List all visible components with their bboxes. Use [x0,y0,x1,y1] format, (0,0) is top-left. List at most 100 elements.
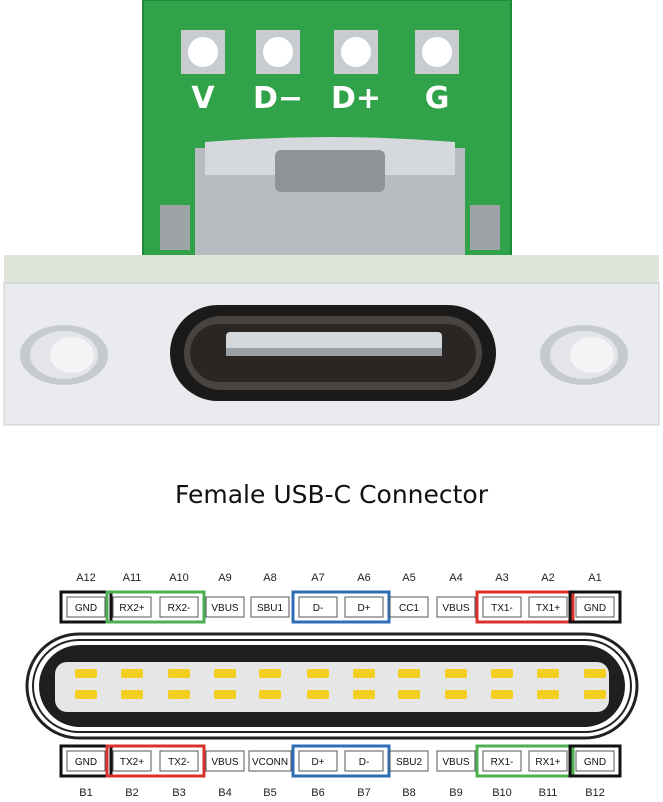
pin-signal-label: VCONN [252,757,288,768]
bottom-pin-b5: VCONN B5 [248,750,292,799]
bottom-contact [259,690,281,699]
pin-id-label: A10 [169,572,189,584]
top-contact [537,669,559,678]
top-signal-group-outline [291,590,391,624]
top-signal-group-outline [59,590,113,624]
bottom-signal-group-outline [59,744,113,778]
pin-id-label: B4 [218,787,231,799]
pin-id-label: A3 [495,572,508,584]
top-pin-a6: D+A6 [344,572,384,618]
bottom-contact [214,690,236,699]
pin-id-label: B8 [402,787,415,799]
pin-id-label: B1 [79,787,92,799]
connector-shell [195,148,465,268]
bottom-signal-group-outline [568,744,622,778]
bottom-contact [121,690,143,699]
pin-signal-label: VBUS [442,757,470,768]
top-pin-a2: TX1+A2 [528,572,568,618]
pin-signal-label: RX2+ [119,603,144,614]
pcb-pad-label: G [425,81,450,116]
pcb-pad [415,30,459,74]
pin-signal-label: GND [75,757,97,768]
pin-id-label: B11 [539,787,558,799]
bottom-pin-b2: TX2+ B2 [112,750,152,799]
pin-id-label: A1 [588,572,601,584]
pin-signal-label: RX1- [491,757,514,768]
top-contact [584,669,606,678]
pin-signal-label: SBU2 [396,757,423,768]
pin-id-label: B7 [357,787,370,799]
bottom-contact [75,690,97,699]
pcb-pad-label: D+ [331,81,381,116]
bottom-pin-b7: D- B7 [344,750,384,799]
top-pin-a1: GND A1 [575,572,615,618]
bottom-pin-b10: RX1- B10 [482,750,522,799]
top-contact [168,669,190,678]
diagram-caption: Female USB-C Connector [174,480,489,509]
pin-id-label: A4 [449,572,462,584]
pin-signal-label: GND [584,603,606,614]
pin-signal-label: D+ [311,757,324,768]
bottom-pin-b9: VBUS B9 [436,750,476,799]
pin-signal-label: D- [359,757,370,768]
top-signal-group-outline [475,590,575,624]
bottom-pin-b11: RX1+ B11 [528,750,568,799]
top-contact [398,669,420,678]
mounting-hole-left [20,325,108,385]
pin-id-label: A12 [76,572,96,584]
top-contact [353,669,375,678]
pin-signal-label: RX1+ [535,757,560,768]
top-contact [491,669,513,678]
pin-signal-label: D- [313,603,324,614]
bottom-contact [307,690,329,699]
pin-id-label: A7 [311,572,324,584]
pin-signal-label: VBUS [442,603,470,614]
top-pin-a11: RX2+A11 [112,572,152,618]
top-signal-group-outline [105,590,206,624]
top-contact [214,669,236,678]
pin-signal-label: VBUS [211,603,239,614]
bottom-contact [445,690,467,699]
bottom-contact [491,690,513,699]
pin-signal-label: TX2+ [120,757,144,768]
top-contact [75,669,97,678]
top-contact [307,669,329,678]
bottom-contact [168,690,190,699]
top-contact [259,669,281,678]
pin-signal-label: CC1 [399,603,419,614]
pin-id-label: B10 [492,787,512,799]
top-pin-a4: VBUS A4 [436,572,476,618]
bottom-signal-group-outline [291,744,391,778]
bottom-contact [353,690,375,699]
pin-id-label: B9 [449,787,462,799]
bottom-pin-b6: D+ B6 [298,750,338,799]
receptacle-outline [25,632,639,740]
pin-signal-label: TX2- [168,757,190,768]
pin-signal-label: TX1- [491,603,513,614]
pin-id-label: B2 [125,787,138,799]
top-contact [445,669,467,678]
top-pin-a7: D- A7 [298,572,338,618]
pin-signal-label: GND [584,757,606,768]
top-contact [121,669,143,678]
bottom-signal-group-outline [475,744,575,778]
top-pin-a10: RX2- A10 [159,572,199,618]
pcb-pad-label: D− [253,81,303,116]
pin-id-label: A2 [541,572,554,584]
pin-signal-label: RX2- [168,603,191,614]
pin-id-label: A9 [218,572,231,584]
pin-signal-label: SBU1 [257,603,284,614]
pin-id-label: B5 [263,787,276,799]
pin-id-label: B6 [311,787,324,799]
bottom-contact [584,690,606,699]
bottom-contact [537,690,559,699]
bottom-contact [398,690,420,699]
usbc-port-photo [170,305,496,401]
pcb-pad [256,30,300,74]
pin-id-label: A8 [263,572,276,584]
